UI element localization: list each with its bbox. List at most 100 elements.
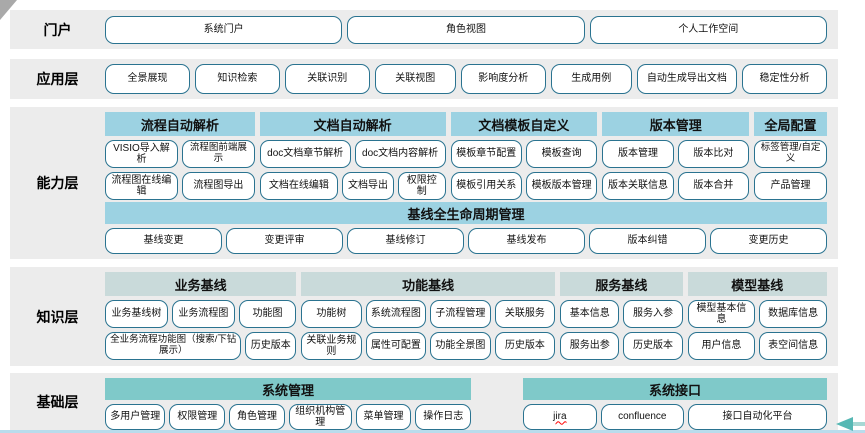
personal-workspace-button[interactable]: 个人工作空间 bbox=[589, 15, 827, 44]
attribute-configurable-button[interactable]: 属性可配置 bbox=[365, 332, 427, 360]
business-flow-diagram-button[interactable]: 业务流程图 bbox=[171, 300, 235, 328]
group-header-service-baseline: 服务基线 bbox=[560, 272, 683, 296]
service-output-param-button[interactable]: 服务出参 bbox=[560, 332, 620, 360]
user-info-button[interactable]: 用户信息 bbox=[687, 332, 756, 360]
group-header-business-baseline: 业务基线 bbox=[105, 272, 297, 296]
group-header-system-interface: 系统接口 bbox=[523, 378, 827, 400]
arrow-tail bbox=[853, 422, 865, 426]
left-arrow-icon bbox=[836, 417, 865, 431]
service-history-version-button[interactable]: 历史版本 bbox=[623, 332, 683, 360]
capability-layer-band: 能力层 流程自动解析 VISIO导入解析 流程图前端展示 流程图在线编辑 流程图… bbox=[10, 107, 838, 259]
group-business-baseline: 业务基线 业务基线树 业务流程图 功能图 全业务流程功能图（搜索/下钻展示） 历… bbox=[105, 272, 297, 360]
function-tree-button[interactable]: 功能树 bbox=[301, 300, 362, 328]
knowledge-search-button[interactable]: 知识检索 bbox=[194, 64, 280, 94]
permission-mgmt-button[interactable]: 权限管理 bbox=[169, 404, 226, 430]
application-layer-band: 应用层 全景展现 知识检索 关联识别 关联视图 影响度分析 生成用例 自动生成导… bbox=[10, 59, 838, 99]
doc-online-edit-button[interactable]: 文档在线编辑 bbox=[259, 172, 339, 200]
confluence-button[interactable]: confluence bbox=[600, 404, 684, 430]
version-correction-button[interactable]: 版本纠错 bbox=[589, 228, 706, 254]
group-system-mgmt: 系统管理 多用户管理 权限管理 角色管理 组织机构管理 菜单管理 操作日志 bbox=[105, 378, 472, 430]
template-version-mgmt-button[interactable]: 模板版本管理 bbox=[525, 172, 598, 200]
version-compare-button[interactable]: 版本比对 bbox=[677, 140, 750, 168]
operation-log-button[interactable]: 操作日志 bbox=[415, 404, 472, 430]
bottom-border-line bbox=[0, 430, 865, 433]
layer-label-foundation: 基础层 bbox=[36, 394, 79, 410]
knowledge-layer-band: 知识层 业务基线 业务基线树 业务流程图 功能图 全业务流程功能图（搜索/下钻展… bbox=[10, 267, 838, 366]
database-info-button[interactable]: 数据库信息 bbox=[759, 300, 827, 328]
product-mgmt-button[interactable]: 产品管理 bbox=[754, 172, 827, 200]
change-history-button[interactable]: 变更历史 bbox=[710, 228, 827, 254]
jira-button[interactable]: jira bbox=[523, 404, 597, 430]
visio-import-parse-button[interactable]: VISIO导入解析 bbox=[105, 140, 178, 168]
baseline-change-button[interactable]: 基线变更 bbox=[105, 228, 222, 254]
jira-label: jira bbox=[553, 411, 567, 423]
function-panorama-button[interactable]: 功能全景图 bbox=[430, 332, 491, 360]
impact-analysis-button[interactable]: 影响度分析 bbox=[460, 64, 546, 94]
related-service-button[interactable]: 关联服务 bbox=[494, 300, 556, 328]
service-input-param-button[interactable]: 服务入参 bbox=[623, 300, 683, 328]
foundation-layer-band: 基础层 系统管理 多用户管理 权限管理 角色管理 组织机构管理 菜单管理 操作日… bbox=[10, 373, 838, 431]
stability-analysis-button[interactable]: 稳定性分析 bbox=[742, 64, 827, 94]
version-merge-button[interactable]: 版本合并 bbox=[677, 172, 750, 200]
doc-content-parse-button[interactable]: doc文档内容解析 bbox=[354, 140, 446, 168]
business-baseline-tree-button[interactable]: 业务基线树 bbox=[105, 300, 168, 328]
function-history-version-button[interactable]: 历史版本 bbox=[494, 332, 556, 360]
system-portal-button[interactable]: 系统门户 bbox=[105, 15, 343, 44]
group-doc-template-custom: 文档模板自定义 模板章节配置 模板查询 模板引用关系 模板版本管理 bbox=[450, 112, 598, 200]
generate-usecase-button[interactable]: 生成用例 bbox=[550, 64, 632, 94]
version-relation-info-button[interactable]: 版本关联信息 bbox=[602, 172, 674, 200]
business-history-version-button[interactable]: 历史版本 bbox=[245, 332, 297, 360]
group-service-baseline: 服务基线 基本信息 服务入参 服务出参 历史版本 bbox=[560, 272, 683, 360]
service-basic-info-button[interactable]: 基本信息 bbox=[560, 300, 620, 328]
subflow-mgmt-button[interactable]: 子流程管理 bbox=[430, 300, 491, 328]
permission-control-button[interactable]: 权限控制 bbox=[397, 172, 446, 200]
interface-automation-platform-button[interactable]: 接口自动化平台 bbox=[687, 404, 827, 430]
change-review-button[interactable]: 变更评审 bbox=[226, 228, 343, 254]
baseline-revise-button[interactable]: 基线修订 bbox=[347, 228, 464, 254]
auto-export-doc-button[interactable]: 自动生成导出文档 bbox=[636, 64, 738, 94]
arrow-head bbox=[836, 417, 853, 431]
group-header-global-config: 全局配置 bbox=[754, 112, 827, 136]
role-mgmt-button[interactable]: 角色管理 bbox=[229, 404, 285, 430]
function-diagram-button[interactable]: 功能图 bbox=[238, 300, 297, 328]
group-global-config: 全局配置 标签管理/自定义 产品管理 bbox=[754, 112, 827, 200]
relation-view-button[interactable]: 关联视图 bbox=[374, 64, 456, 94]
portal-layer-band: 门户 系统门户 角色视图 个人工作空间 bbox=[10, 10, 838, 49]
tablespace-info-button[interactable]: 表空间信息 bbox=[759, 332, 827, 360]
group-system-interface: 系统接口 jira confluence 接口自动化平台 bbox=[523, 378, 827, 430]
layer-label-application: 应用层 bbox=[36, 71, 79, 87]
flow-front-display-button[interactable]: 流程图前端展示 bbox=[181, 140, 255, 168]
template-ref-relation-button[interactable]: 模板引用关系 bbox=[450, 172, 522, 200]
group-header-doc-template-custom: 文档模板自定义 bbox=[450, 112, 598, 136]
layer-label-capability: 能力层 bbox=[36, 175, 79, 191]
doc-export-button[interactable]: 文档导出 bbox=[342, 172, 394, 200]
flow-online-edit-button[interactable]: 流程图在线编辑 bbox=[105, 172, 178, 200]
group-header-model-baseline: 模型基线 bbox=[687, 272, 827, 296]
doc-chapter-parse-button[interactable]: doc文档章节解析 bbox=[259, 140, 351, 168]
layer-label-portal: 门户 bbox=[43, 21, 72, 38]
model-basic-info-button[interactable]: 模型基本信息 bbox=[687, 300, 756, 328]
related-business-rule-button[interactable]: 关联业务规则 bbox=[301, 332, 362, 360]
multi-user-mgmt-button[interactable]: 多用户管理 bbox=[105, 404, 166, 430]
tag-mgmt-custom-button[interactable]: 标签管理/自定义 bbox=[754, 140, 827, 168]
group-header-system-mgmt: 系统管理 bbox=[105, 378, 472, 400]
relation-identify-button[interactable]: 关联识别 bbox=[284, 64, 370, 94]
group-function-baseline: 功能基线 功能树 系统流程图 子流程管理 关联服务 关联业务规则 属性可配置 功… bbox=[301, 272, 556, 360]
template-chapter-config-button[interactable]: 模板章节配置 bbox=[450, 140, 522, 168]
flow-export-button[interactable]: 流程图导出 bbox=[181, 172, 255, 200]
system-flow-diagram-button[interactable]: 系统流程图 bbox=[365, 300, 427, 328]
template-query-button[interactable]: 模板查询 bbox=[525, 140, 598, 168]
full-business-flow-map-button[interactable]: 全业务流程功能图（搜索/下钻展示） bbox=[105, 332, 242, 360]
panorama-display-button[interactable]: 全景展现 bbox=[105, 64, 190, 94]
group-model-baseline: 模型基线 模型基本信息 数据库信息 用户信息 表空间信息 bbox=[687, 272, 827, 360]
org-structure-mgmt-button[interactable]: 组织机构管理 bbox=[288, 404, 352, 430]
baseline-publish-button[interactable]: 基线发布 bbox=[468, 228, 585, 254]
role-view-button[interactable]: 角色视图 bbox=[347, 15, 585, 44]
layer-label-knowledge: 知识层 bbox=[36, 308, 79, 325]
menu-mgmt-button[interactable]: 菜单管理 bbox=[355, 404, 412, 430]
group-header-flow-auto-parse: 流程自动解析 bbox=[105, 112, 255, 136]
group-header-doc-auto-parse: 文档自动解析 bbox=[259, 112, 446, 136]
group-doc-auto-parse: 文档自动解析 doc文档章节解析 doc文档内容解析 文档在线编辑 文档导出 权… bbox=[259, 112, 446, 200]
version-mgmt-button[interactable]: 版本管理 bbox=[602, 140, 674, 168]
